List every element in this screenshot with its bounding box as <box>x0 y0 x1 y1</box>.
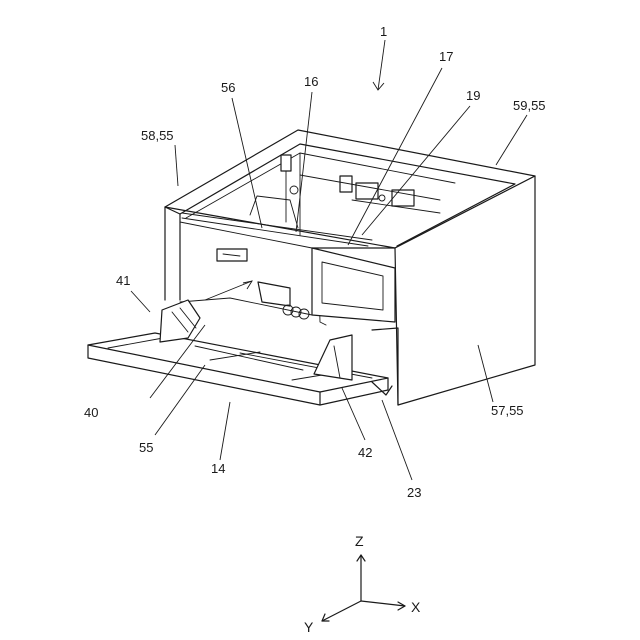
label-42: 42 <box>358 445 372 460</box>
label-1: 1 <box>380 24 387 39</box>
display-panel <box>312 248 395 322</box>
label-14: 14 <box>211 461 225 476</box>
axis-label-y: Y <box>304 619 314 635</box>
label-56: 56 <box>221 80 235 95</box>
label-16: 16 <box>304 74 318 89</box>
label-19: 19 <box>466 88 480 103</box>
coordinate-axes: Z X Y <box>304 533 421 635</box>
label-17: 17 <box>439 49 453 64</box>
label-57-55: 57,55 <box>491 403 524 418</box>
label-59-55: 59,55 <box>513 98 546 113</box>
label-58-55: 58,55 <box>141 128 174 143</box>
label-41: 41 <box>116 273 130 288</box>
label-55: 55 <box>139 440 153 455</box>
y-axis-line <box>322 601 361 621</box>
label-40: 40 <box>84 405 98 420</box>
axis-label-x: X <box>411 599 421 615</box>
axis-label-z: Z <box>355 533 364 549</box>
label-23: 23 <box>407 485 421 500</box>
